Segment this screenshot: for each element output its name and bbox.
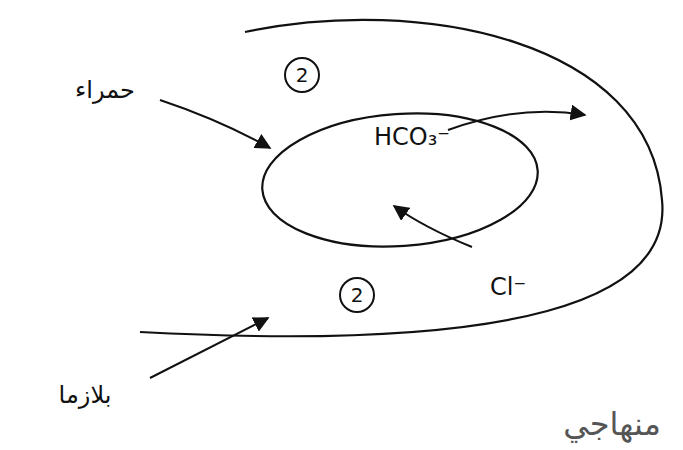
cell-outline xyxy=(258,105,543,256)
plasma-region: بلازماحمراء xyxy=(130,10,675,350)
leader-arrow xyxy=(150,318,268,378)
callout-number: 2 xyxy=(351,283,364,307)
exchange-arrow xyxy=(448,112,585,130)
plasma-outline xyxy=(140,20,662,336)
outline xyxy=(130,10,675,350)
ion-label: HCO₃⁻ xyxy=(374,123,450,151)
watermark: منهاجي xyxy=(563,405,661,443)
region-label: حمراء xyxy=(75,76,135,104)
callout-circle xyxy=(340,278,374,312)
ion-label: Cl⁻ xyxy=(490,273,526,301)
exchange-arrow xyxy=(394,206,472,247)
leader-arrow xyxy=(160,100,270,148)
region-label: بلازما xyxy=(59,381,112,409)
callout-number: 2 xyxy=(296,63,309,87)
callout-circle xyxy=(285,58,319,92)
